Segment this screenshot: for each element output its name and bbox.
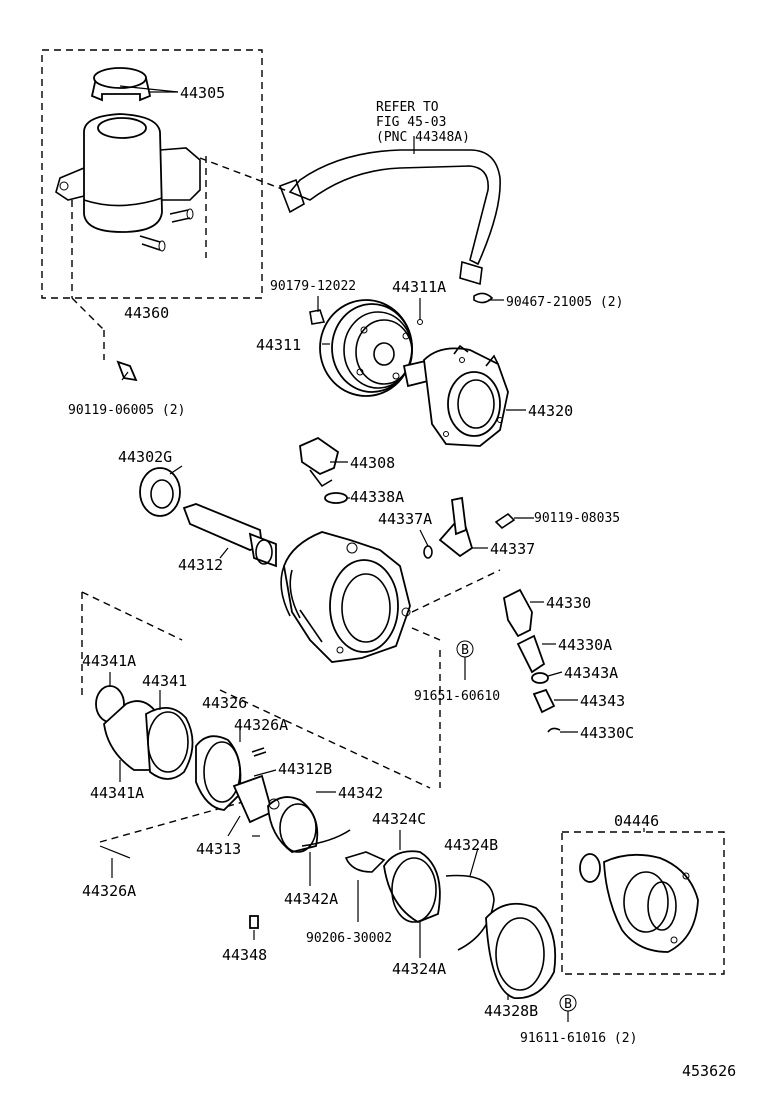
callout-44338A: 44338A <box>350 488 404 506</box>
reservoir-bolt <box>71 297 138 382</box>
callout-90179-12022: 90179-12022 <box>270 279 356 294</box>
bolt-marker-2: B <box>564 997 572 1012</box>
reservoir-group <box>41 49 291 299</box>
flow-valve-plug <box>299 436 433 559</box>
callout-leaders <box>109 85 645 1000</box>
pump-shaft <box>182 503 277 568</box>
union-fitting <box>438 496 516 558</box>
callout-44312: 44312 <box>178 556 223 574</box>
callout-90119-08035: 90119-08035 <box>534 511 620 526</box>
callout-44348: 44348 <box>222 946 267 964</box>
callout-90467-21005: 90467-21005 (2) <box>506 295 623 310</box>
part-callouts: 44305 44360 90119-06005 (2) 90179-12022 … <box>68 84 659 1046</box>
callout-44308: 44308 <box>350 454 395 472</box>
callout-44320: 44320 <box>528 402 573 420</box>
callout-04446: 04446 <box>614 812 659 830</box>
callout-44330A: 44330A <box>558 636 612 654</box>
callout-44328B: 44328B <box>484 1002 538 1020</box>
callout-44326: 44326 <box>202 694 247 712</box>
bolt-marker-1: B <box>461 643 469 658</box>
callout-91651-60610: 91651-60610 <box>414 689 500 704</box>
callout-44326A-top: 44326A <box>234 716 288 734</box>
callout-44337: 44337 <box>490 540 535 558</box>
seal-kit-group <box>561 831 725 975</box>
callout-44330: 44330 <box>546 594 591 612</box>
callout-44341: 44341 <box>142 672 187 690</box>
callout-44324C: 44324C <box>372 810 426 828</box>
callout-44343A: 44343A <box>564 664 618 682</box>
callout-44330C: 44330C <box>580 724 634 742</box>
note-line-1: REFER TO <box>376 100 439 115</box>
callout-44326A-bottom: 44326A <box>82 882 136 900</box>
pump-housing <box>280 531 411 663</box>
callout-44305: 44305 <box>180 84 225 102</box>
reservoir-cap <box>90 67 178 102</box>
callout-44324A: 44324A <box>392 960 446 978</box>
callout-90206-30002: 90206-30002 <box>306 931 392 946</box>
bolt-markers: B B <box>456 640 577 1022</box>
oil-seal <box>139 467 181 517</box>
callout-44311: 44311 <box>256 336 301 354</box>
reservoir-tank <box>55 113 201 252</box>
callout-44341A-bottom: 44341A <box>90 784 144 802</box>
callout-44343: 44343 <box>580 692 625 710</box>
callout-90119-06005: 90119-06005 (2) <box>68 403 185 418</box>
callout-44311A: 44311A <box>392 278 446 296</box>
flow-control-valve <box>502 588 561 733</box>
callout-44360: 44360 <box>124 304 169 322</box>
callout-44313: 44313 <box>196 840 241 858</box>
callout-44342: 44342 <box>338 784 383 802</box>
rotor-assembly <box>95 685 557 999</box>
callout-44342A: 44342A <box>284 890 338 908</box>
return-hose <box>278 149 501 304</box>
note-refer: REFER TO FIG 45-03 (PNC 44348A) <box>376 100 470 145</box>
callout-44312B: 44312B <box>278 760 332 778</box>
vane-pump <box>402 344 509 447</box>
leader-lines <box>81 569 501 843</box>
pulley <box>309 299 423 397</box>
figure-number: 453626 <box>682 1062 736 1080</box>
callout-44341A-top: 44341A <box>82 652 136 670</box>
callout-44324B: 44324B <box>444 836 498 854</box>
callout-44337A: 44337A <box>378 510 432 528</box>
callout-44302G: 44302G <box>118 448 172 466</box>
note-line-2: FIG 45-03 <box>376 115 446 130</box>
note-line-3: (PNC 44348A) <box>376 130 470 145</box>
callout-91611-61016: 91611-61016 (2) <box>520 1031 637 1046</box>
